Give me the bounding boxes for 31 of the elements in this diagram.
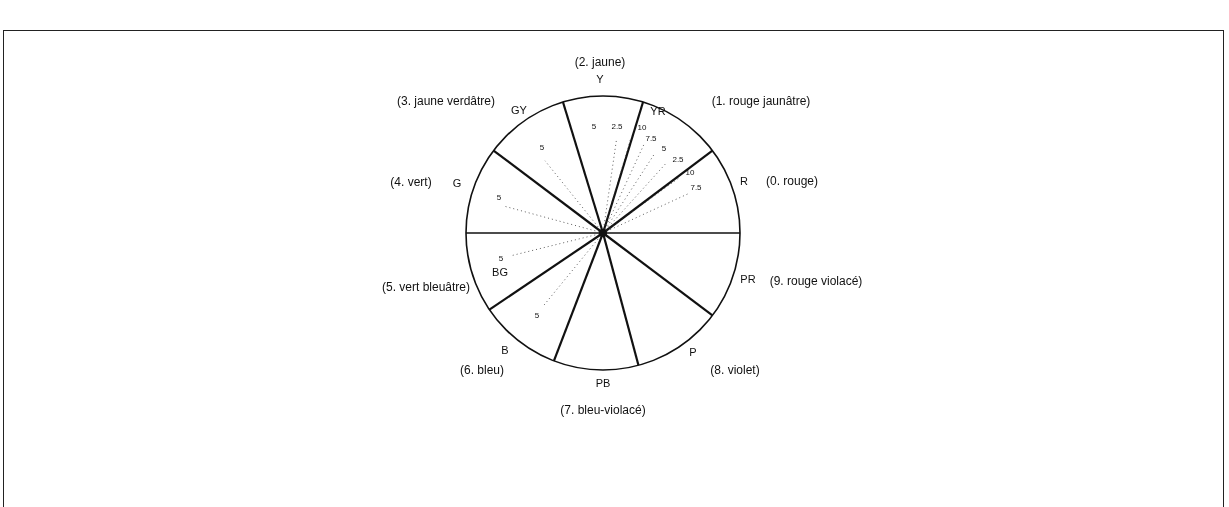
tick-value: 10	[637, 124, 647, 132]
tick-value: 5	[534, 312, 540, 320]
tick-value: 7.5	[690, 184, 702, 192]
tick-value: 5	[496, 194, 502, 202]
hue-name-label: (4. vert)	[390, 176, 432, 188]
tick-value: 10	[685, 169, 695, 177]
hue-name-label: (3. jaune verdâtre)	[396, 95, 496, 107]
tick-value: 2.5	[611, 123, 623, 131]
tick-value: 5	[539, 144, 545, 152]
hue-name-label: (5. vert bleuâtre)	[382, 281, 470, 293]
hue-code-label: GY	[511, 104, 527, 116]
hue-code-label: BG	[492, 266, 508, 278]
hue-name-label: (1. rouge jaunâtre)	[711, 95, 811, 107]
hue-name-label: (7. bleu-violacé)	[560, 404, 646, 416]
hue-code-label: G	[452, 177, 462, 189]
tick-value: 5	[591, 123, 597, 131]
tick-value: 5	[498, 255, 504, 263]
hue-code-label: P	[689, 346, 697, 358]
hue-name-label: (8. violet)	[710, 364, 760, 376]
hue-name-label: (9. rouge violacé)	[769, 275, 863, 287]
tick-value: 7.5	[645, 135, 657, 143]
hue-code-label: PB	[595, 377, 611, 389]
hue-code-label: B	[501, 344, 509, 356]
hue-name-label: (6. bleu)	[460, 364, 504, 376]
hue-name-label: (0. rouge)	[766, 175, 818, 187]
hue-code-label: R	[740, 175, 748, 187]
hue-name-label: (2. jaune)	[574, 56, 626, 68]
hue-code-label: Y	[596, 73, 604, 85]
tick-value: 2.5	[672, 156, 684, 164]
hue-code-label: PR	[740, 273, 756, 285]
tick-value: 5	[661, 145, 667, 153]
